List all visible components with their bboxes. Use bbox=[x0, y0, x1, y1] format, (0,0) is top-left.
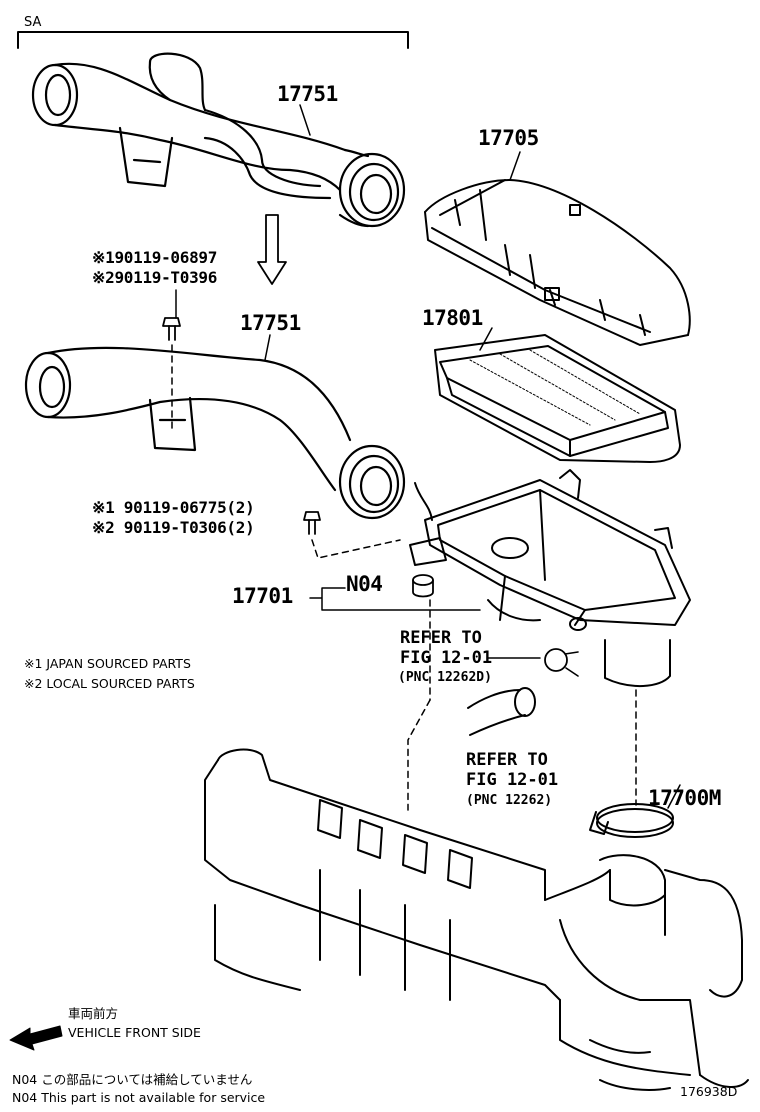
lower-bolt-icon bbox=[303, 511, 321, 535]
part-label-17701[interactable]: 17701 bbox=[232, 584, 293, 608]
ref1-line3: (PNC 12262D) bbox=[398, 670, 492, 685]
part-label-17705[interactable]: 17705 bbox=[478, 126, 539, 150]
air-filter-element bbox=[434, 334, 681, 463]
figure-id: 176938D bbox=[680, 1084, 738, 1099]
footnote-jp: N04 この部品については補給していません bbox=[12, 1072, 253, 1087]
part-label-17801[interactable]: 17801 bbox=[422, 306, 483, 330]
air-cleaner-case bbox=[409, 469, 691, 688]
lower-intake-hose bbox=[24, 346, 406, 520]
bolt-label-lower-1[interactable]: ※1 90119-06775(2) bbox=[92, 498, 255, 517]
lower-bolt-dashline bbox=[311, 539, 401, 559]
ref2-hose bbox=[467, 687, 536, 736]
replacement-arrow-icon bbox=[257, 214, 287, 285]
ref1-line1[interactable]: REFER TO bbox=[400, 628, 482, 648]
n04-grommet-icon bbox=[412, 574, 434, 598]
vehicle-front-jp: 車両前方 bbox=[68, 1006, 119, 1021]
part-label-17751-lower[interactable]: 17751 bbox=[240, 311, 301, 335]
note-japan-sourced: ※1 JAPAN SOURCED PARTS bbox=[24, 656, 191, 671]
vehicle-front-en: VEHICLE FRONT SIDE bbox=[68, 1025, 201, 1040]
upper-intake-hose bbox=[31, 52, 406, 228]
note-local-sourced: ※2 LOCAL SOURCED PARTS bbox=[24, 676, 195, 691]
upper-bolt-icon bbox=[162, 317, 181, 341]
case-bracket-leader bbox=[309, 587, 481, 611]
part-label-17700m[interactable]: 17700M bbox=[648, 786, 721, 810]
engine-block bbox=[204, 748, 749, 1091]
section-bracket bbox=[17, 31, 409, 49]
section-code: SA bbox=[24, 15, 42, 30]
bolt-label-upper-2[interactable]: ※290119-T0396 bbox=[92, 268, 218, 287]
ref2-line3: (PNC 12262) bbox=[466, 793, 553, 808]
ref1-line2[interactable]: FIG 12-01 bbox=[400, 648, 493, 668]
part-label-n04[interactable]: N04 bbox=[346, 572, 383, 596]
bolt-label-upper-1[interactable]: ※190119-06897 bbox=[92, 248, 218, 267]
ref2-line2[interactable]: FIG 12-01 bbox=[466, 770, 559, 790]
footnote-en: N04 This part is not available for servi… bbox=[12, 1090, 266, 1105]
ref2-line1[interactable]: REFER TO bbox=[466, 750, 548, 770]
part-label-17751-upper[interactable]: 17751 bbox=[277, 82, 338, 106]
air-cleaner-cap bbox=[424, 179, 691, 346]
ref1-clamp-icon bbox=[544, 648, 568, 672]
bolt-label-lower-2[interactable]: ※2 90119-T0306(2) bbox=[92, 518, 255, 537]
vehicle-front-arrow-icon bbox=[9, 1025, 63, 1051]
hose-clamp-17700m bbox=[589, 803, 674, 838]
